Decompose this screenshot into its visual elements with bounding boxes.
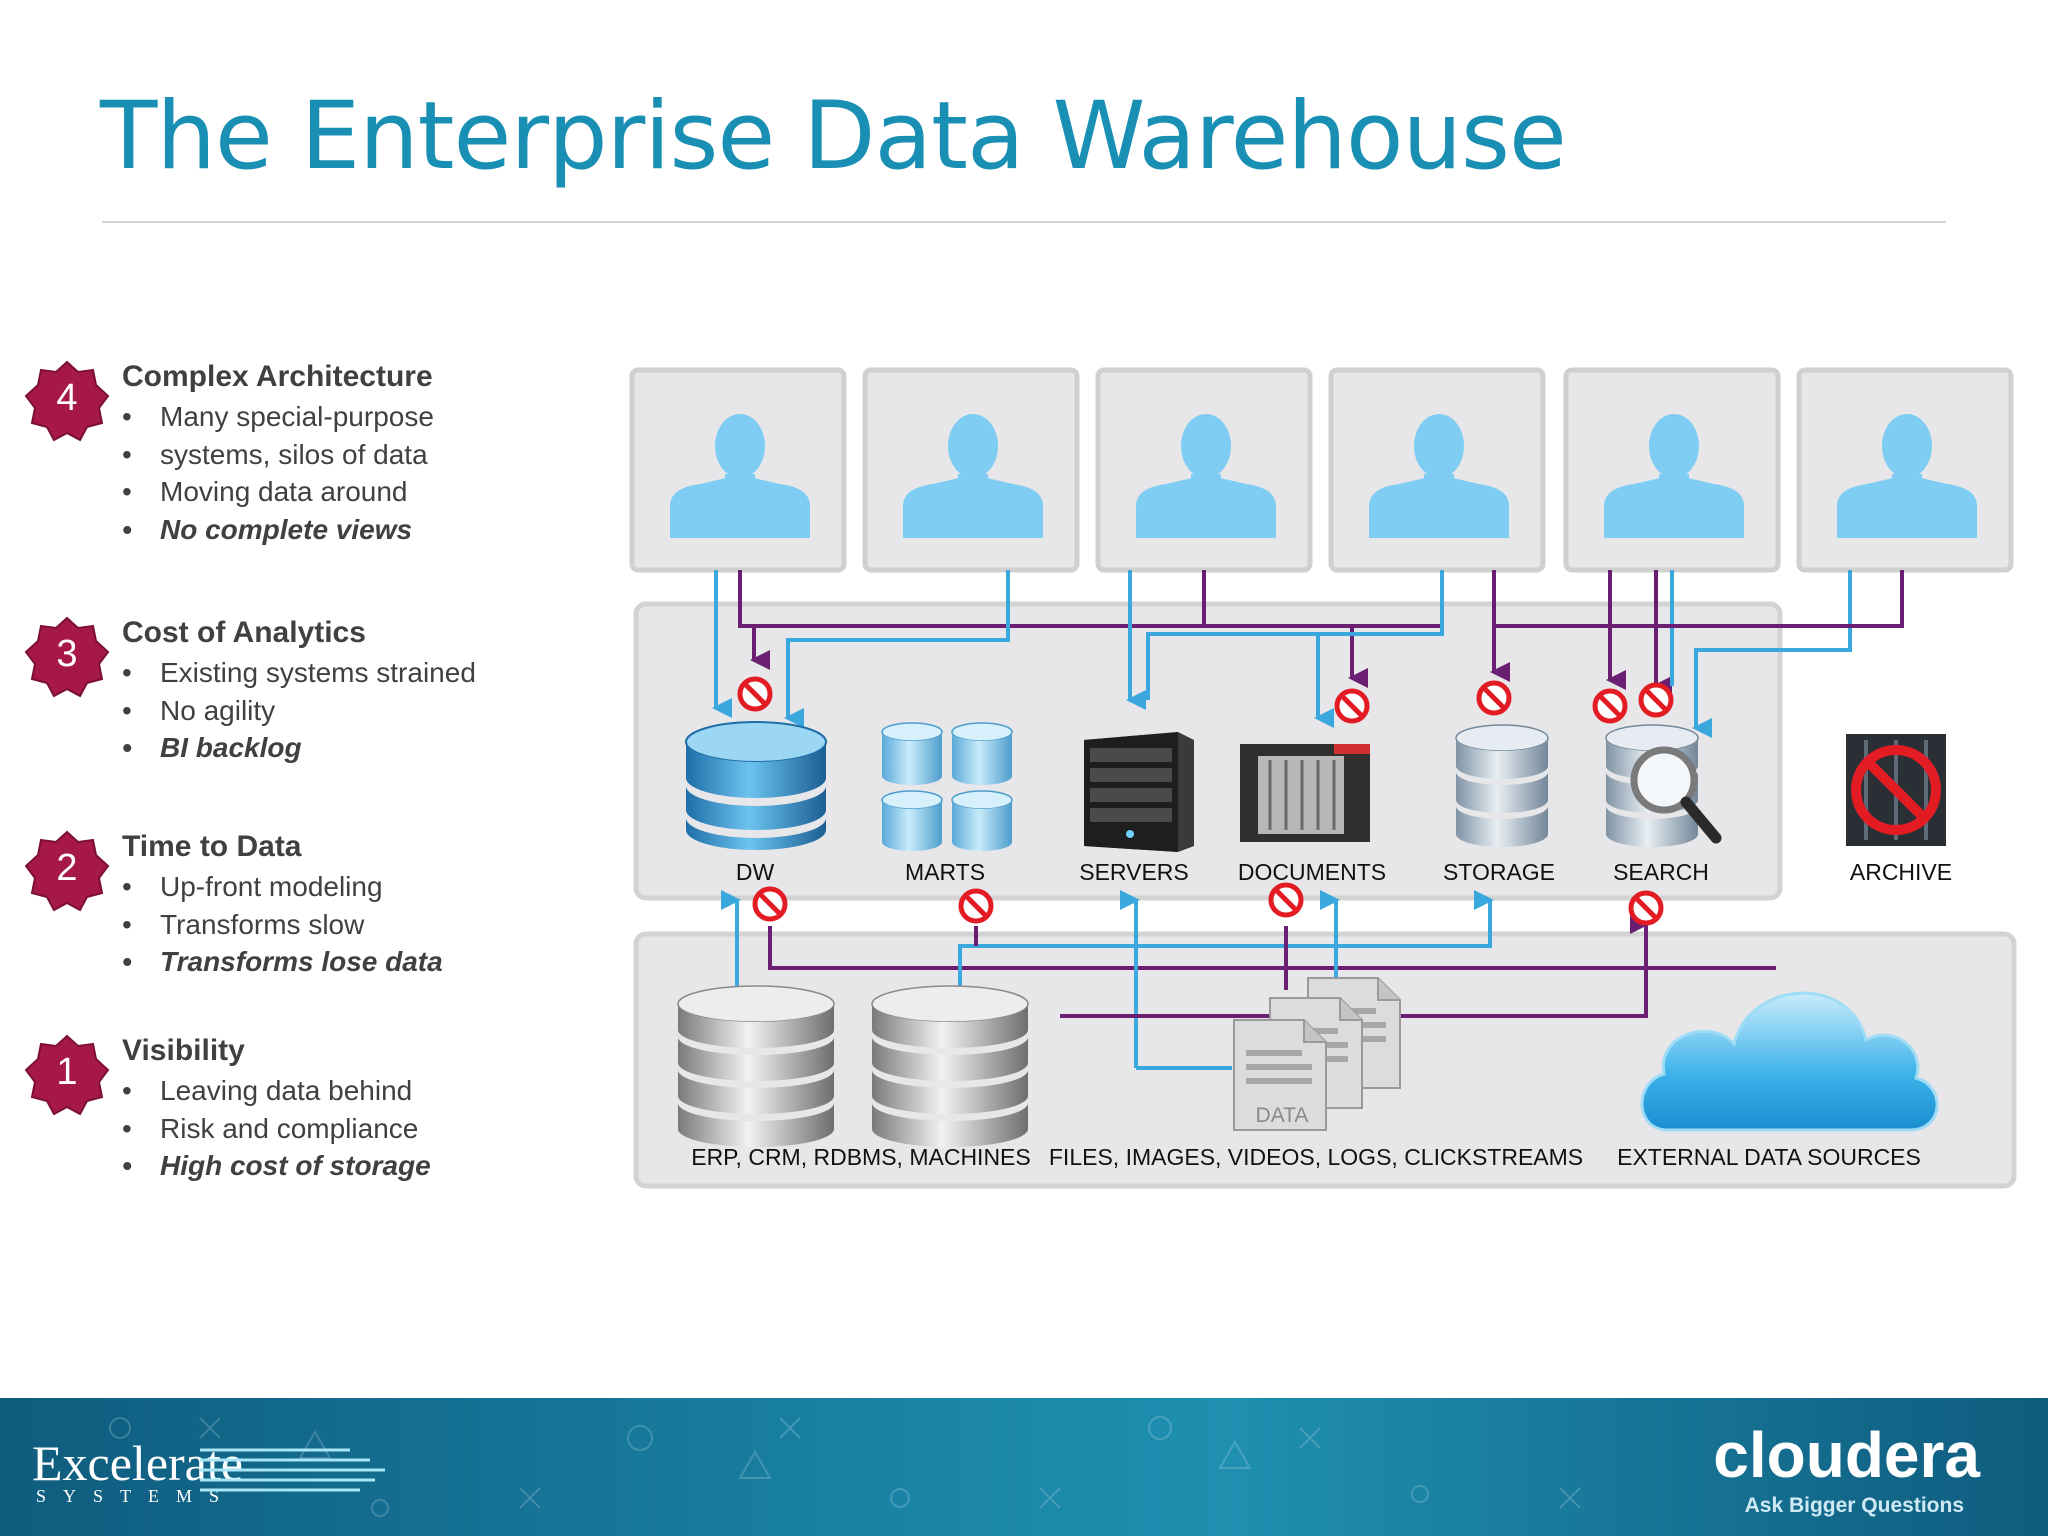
flow-line-purple [768,926,1776,970]
flow-line-blue [1146,570,1444,700]
issue-bullets: Existing systems strained No agility BI … [122,654,476,767]
issue-heading: Visibility [122,1034,245,1067]
no-entry-icon [1595,691,1625,721]
storage-icon [1455,724,1549,847]
system-labels: DW MARTS SERVERS DOCUMENTS STORAGE SEARC… [736,859,1952,885]
user-flow-lines [712,570,1904,738]
no-entry-icon [755,889,785,919]
issue-heading: Cost of Analytics [122,616,366,649]
database-icon [677,985,835,1148]
bullet: No agility [122,692,476,730]
flow-line-blue [1314,632,1442,728]
label-file-sources: FILES, IMAGES, VIDEOS, LOGS, CLICKSTREAM… [1049,1144,1583,1170]
bullet: Existing systems strained [122,654,476,692]
bullet: Many special-purpose [122,398,434,436]
cloudera-tagline: Ask Bigger Questions [1744,1494,1964,1517]
label-dw: DW [736,859,775,885]
bullet-emphasis: No complete views [122,511,434,549]
flow-line-purple [1610,570,1904,628]
archive-rack-icon [1846,734,1946,846]
flow-line-blue [1692,570,1852,738]
marts-database-icon [881,722,1013,851]
label-archive: ARCHIVE [1850,859,1952,885]
document-server-icon [1240,744,1370,842]
flow-line-purple [1492,570,1612,628]
bullet: Up-front modeling [122,868,443,906]
dw-database-icon [685,721,827,850]
data-file-icons: DATA [1233,977,1401,1131]
badge-star-icon [24,1034,110,1116]
no-entry-icon [961,891,991,921]
bullet-emphasis: BI backlog [122,729,476,767]
cloud-icon [1640,991,1939,1132]
badge-star-icon [24,830,110,912]
bullet: Moving data around [122,473,434,511]
excelerate-logo-lines-icon [200,1448,385,1492]
label-servers: SERVERS [1079,859,1189,885]
badge-number: 1 [56,1051,78,1093]
bullet: Transforms slow [122,906,443,944]
source-flow-lines [721,890,1776,1070]
bullet: Risk and compliance [122,1110,431,1148]
bullet-emphasis: High cost of storage [122,1147,431,1185]
issue-heading: Time to Data [122,830,302,863]
database-icon [871,985,1029,1148]
source-labels: ERP, CRM, RDBMS, MACHINES FILES, IMAGES,… [691,1144,1921,1170]
user-tiles [629,367,2014,573]
badge-star-icon [24,616,110,698]
no-entry-icon [1641,685,1671,715]
issue-bullets: Many special-purpose systems, silos of d… [122,398,434,548]
issue-bullets: Leaving data behind Risk and compliance … [122,1072,431,1185]
excelerate-logo-subtext: SYSTEMS [36,1486,237,1506]
label-storage: STORAGE [1443,859,1555,885]
no-entry-icon [1337,691,1367,721]
flow-line-purple [1060,914,1650,1018]
no-entry-icon [1631,893,1661,923]
badge-star-icon [24,360,110,442]
server-icon [1084,732,1194,852]
no-entry-icon [740,679,770,709]
footer-pattern [109,1416,1581,1517]
no-entry-icon [1479,683,1509,713]
issue-bullets: Up-front modeling Transforms slow Transf… [122,868,443,981]
flow-line-blue [958,890,1494,986]
label-marts: MARTS [905,859,985,885]
flow-line-blue [784,570,1010,728]
search-icon [1605,724,1722,847]
file-icon-text: DATA [1256,1104,1309,1127]
cloudera-logo-text: cloudera [1713,1419,1980,1491]
badge-number: 3 [56,633,78,675]
label-external-sources: EXTERNAL DATA SOURCES [1617,1144,1921,1170]
bullet-emphasis: Transforms lose data [122,943,443,981]
bullet: Leaving data behind [122,1072,431,1110]
bullet-continuation: systems, silos of data [122,436,434,474]
badge-number: 2 [56,847,78,889]
label-search: SEARCH [1613,859,1709,885]
title-divider [102,221,1946,223]
badge-number: 4 [56,377,78,419]
label-erp-sources: ERP, CRM, RDBMS, MACHINES [691,1144,1031,1170]
issue-heading: Complex Architecture [122,360,433,393]
footer-banner: Excelerate SYSTEMS cloudera Ask Bigger Q… [0,1398,2048,1536]
label-documents: DOCUMENTS [1238,859,1386,885]
no-entry-icon [1271,885,1301,915]
excelerate-logo-text: Excelerate [32,1435,243,1491]
slide-title: The Enterprise Data Warehouse [100,82,1567,191]
